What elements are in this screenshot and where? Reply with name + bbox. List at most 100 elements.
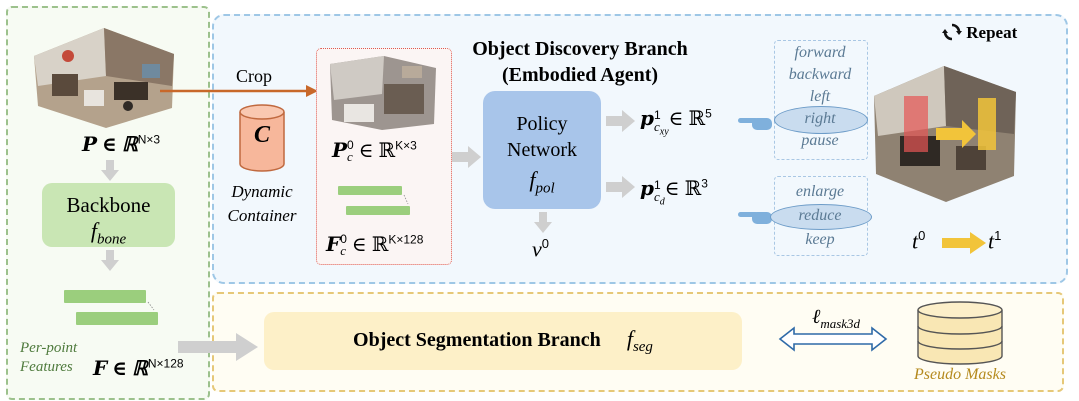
loss-symbol: ℓ: [812, 306, 821, 328]
pointing-hand-icon: [738, 212, 772, 224]
size-action-subsub: d: [659, 196, 665, 208]
point-cloud-symbol: 𝑷 ∈ ℝ: [82, 134, 138, 156]
size-action-space: ∈ ℝ: [664, 178, 702, 200]
point-cloud-dims: N×3: [137, 132, 161, 147]
features-caption-line1: Per-point: [20, 340, 78, 356]
position-action-space: ∈ ℝ: [668, 108, 706, 130]
arrow-to-segmentation: [178, 333, 258, 361]
container-caption: Dynamic Container: [214, 180, 310, 228]
size-action-dims: 3: [701, 176, 708, 191]
position-action-sup: 1: [653, 108, 661, 122]
pointing-hand-icon: [738, 118, 772, 130]
features-dims: N×128: [147, 356, 184, 371]
arrow-to-size-action: [606, 176, 635, 198]
action-backward: backward: [788, 66, 852, 83]
arrow-to-features: [101, 250, 119, 271]
segmentation-subscript: seg: [632, 339, 653, 355]
features-caption: Per-point Features: [20, 339, 77, 377]
policy-title-line1: Policy: [516, 113, 568, 135]
time-end-symbol: t: [988, 228, 995, 254]
features-caption-line2: Features: [20, 359, 73, 375]
cropped-points-sub: c: [347, 149, 353, 164]
time-start-symbol: t: [912, 228, 919, 254]
per-point-feature-bars: [64, 290, 158, 325]
agent-scene-image: [874, 66, 1016, 202]
time-arrow: [942, 232, 986, 254]
size-actions-list: enlarge reduce keep: [774, 180, 866, 252]
discovery-title-line2: (Embodied Agent): [501, 64, 659, 86]
time-end-superscript: 1: [994, 228, 1002, 243]
repeat-icon: [942, 23, 962, 41]
position-action-subsub: xy: [659, 126, 669, 138]
loss-label: ℓmask3d: [812, 306, 860, 332]
policy-subscript: pol: [535, 180, 555, 197]
crop-arrow: [160, 85, 318, 97]
time-start-superscript: 0: [918, 228, 926, 243]
position-action-dims: 5: [705, 106, 712, 121]
cropped-features-symbol: 𝑭: [326, 234, 341, 256]
pseudo-masks-caption: Pseudo Masks: [914, 366, 1006, 383]
container-letter: C: [253, 122, 270, 148]
dynamic-container-icon: [239, 104, 285, 172]
size-action-sub: c: [653, 189, 660, 204]
container-caption-line1: Dynamic: [231, 182, 293, 201]
backbone-subscript: bone: [96, 231, 127, 248]
arrow-to-policy: [452, 146, 481, 168]
segmentation-symbol: f: [626, 326, 633, 351]
arrow-to-backbone: [101, 160, 119, 181]
cropped-points-sup: 0: [347, 138, 354, 152]
backbone-block: Backbone fbone: [42, 183, 175, 247]
cropped-features-space: ∈ ℝ: [351, 234, 389, 256]
cropped-feature-bars: [338, 186, 410, 215]
arrow-to-position-action: [606, 110, 635, 132]
point-cloud-scene-image: [34, 28, 174, 128]
movement-actions-list: forward backward left right pause: [774, 42, 866, 152]
cropped-features-dims: K×128: [388, 232, 424, 247]
policy-network-block: Policy Network fpol: [483, 91, 601, 209]
cropped-points-space: ∈ ℝ: [358, 140, 396, 162]
value-superscript: 0: [541, 236, 549, 251]
action-forward: forward: [794, 44, 846, 61]
value-label: v0: [532, 236, 549, 262]
movement-highlight: [774, 106, 868, 134]
time-end-label: t1: [988, 228, 1001, 254]
action-keep: keep: [805, 231, 835, 248]
repeat-indicator: Repeat: [942, 22, 1017, 43]
cropped-features-sup: 0: [340, 232, 347, 246]
discovery-title: Object Discovery Branch (Embodied Agent): [430, 36, 730, 88]
movement-actions-box: [774, 40, 868, 160]
policy-title-line2: Network: [507, 139, 577, 161]
segmentation-label: Object Segmentation Branch fseg: [264, 326, 742, 356]
time-start-label: t0: [912, 228, 925, 254]
action-pause: pause: [801, 132, 839, 149]
action-enlarge: enlarge: [795, 183, 845, 200]
features-symbol: 𝑭 ∈ ℝ: [93, 358, 148, 380]
backbone-title: Backbone: [66, 193, 151, 217]
cropped-points-symbol: 𝑷: [332, 140, 348, 162]
discovery-title-line1: Object Discovery Branch: [472, 38, 688, 60]
size-highlight: [770, 204, 872, 230]
cropped-points-dims: K×3: [395, 138, 417, 153]
loss-subscript: mask3d: [820, 316, 861, 331]
size-action-sup: 1: [653, 178, 661, 192]
action-left: left: [809, 88, 831, 105]
cropped-features-sub: c: [340, 243, 346, 258]
value-symbol: v: [532, 236, 542, 262]
size-action-symbol: 𝒑: [640, 178, 654, 200]
position-action-symbol: 𝒑: [640, 108, 654, 130]
action-reduce: reduce: [798, 207, 842, 224]
segmentation-title: Object Segmentation Branch: [353, 329, 601, 351]
features-label: 𝑭 ∈ ℝN×128: [93, 356, 184, 381]
container-caption-line2: Container: [227, 206, 297, 225]
crop-label: Crop: [236, 66, 272, 86]
policy-symbol: f: [529, 167, 536, 192]
loss-double-arrow: [778, 326, 888, 352]
action-right: right: [804, 110, 836, 127]
database-icon: [917, 301, 1003, 365]
repeat-label: Repeat: [966, 23, 1018, 42]
backbone-symbol: f: [90, 218, 97, 243]
cropped-scene-image: [330, 56, 436, 130]
